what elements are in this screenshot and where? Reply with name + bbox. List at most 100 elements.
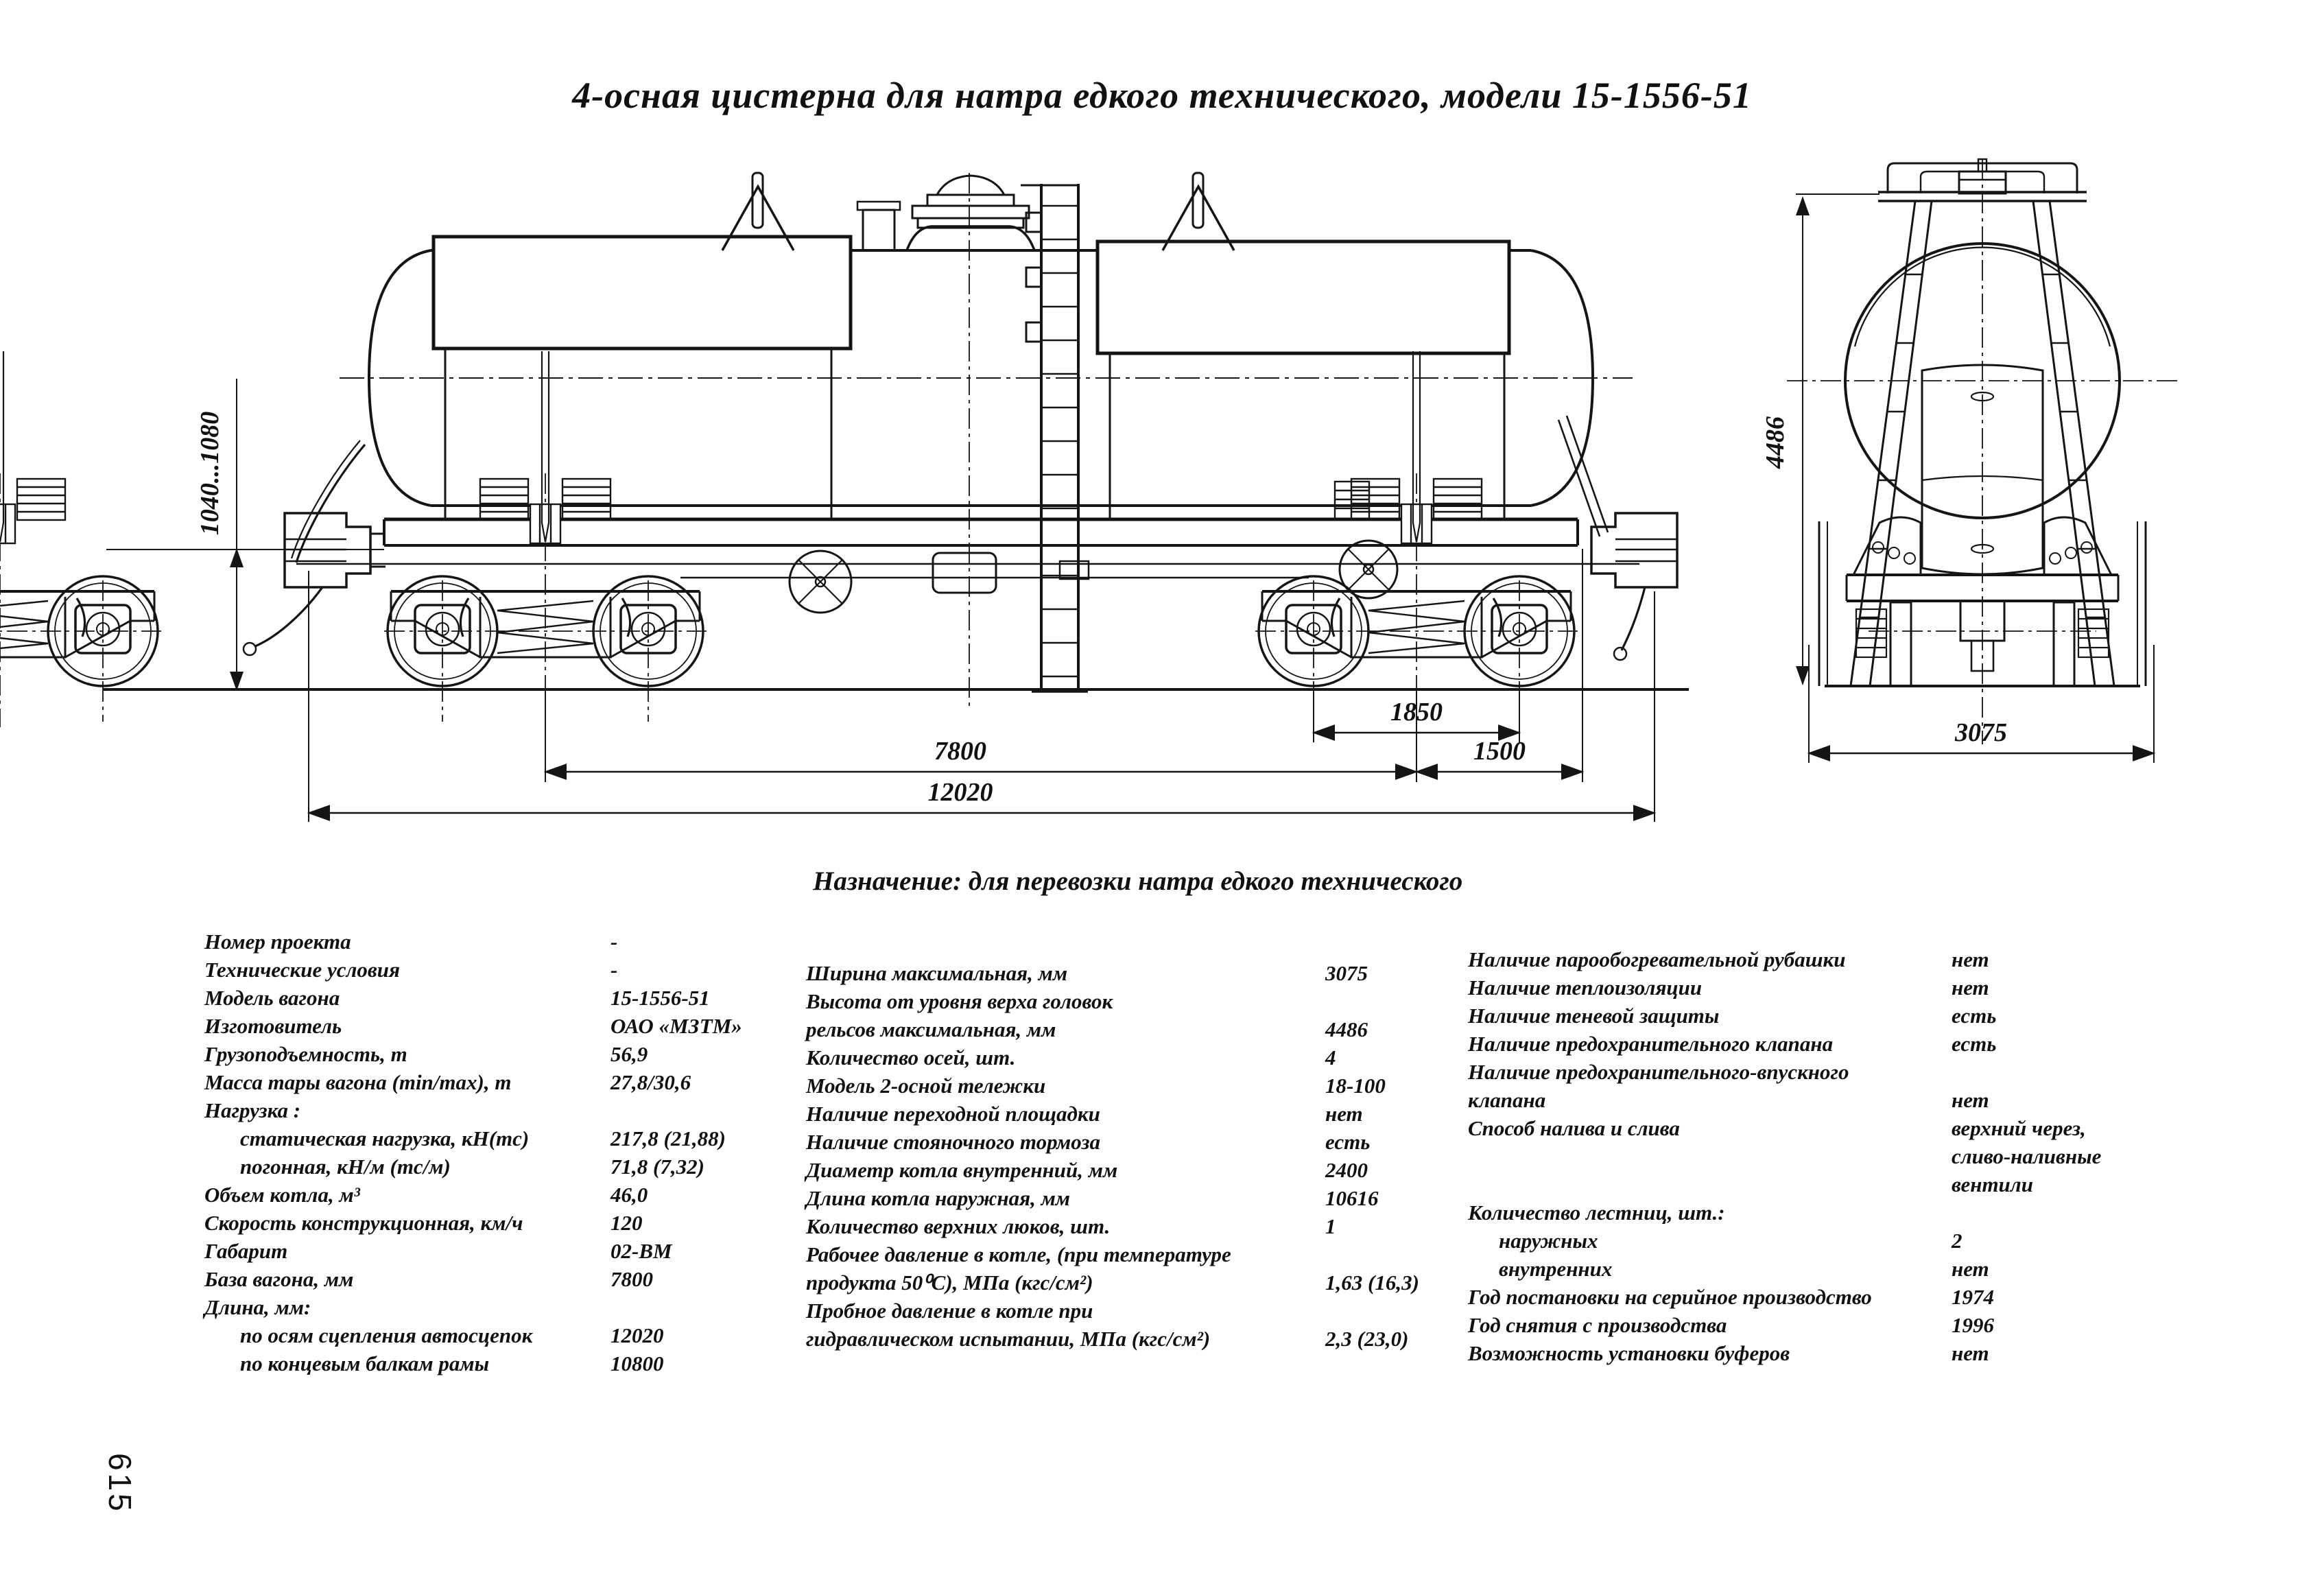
- spec-row: Высота от уровня верха головок: [806, 987, 1231, 1015]
- spec-row: клапана нет: [1468, 1086, 1989, 1114]
- spec-label: Масса тары вагона (min/max), т: [204, 1070, 512, 1094]
- spec-label: Нагрузка :: [204, 1098, 301, 1122]
- spec-label: Год постановки на серийное производство: [1468, 1285, 1872, 1309]
- spec-value: -: [610, 958, 618, 982]
- spec-value: 27,8/30,6: [610, 1070, 691, 1094]
- spec-label: гидравлическом испытании, МПа (кгс/см²): [806, 1327, 1211, 1351]
- bogie-right: [1254, 350, 1579, 729]
- spec-label: Модель 2-осной тележки: [806, 1074, 1046, 1098]
- spec-value: есть: [1952, 1004, 1997, 1028]
- spec-label: продукта 50⁰С), МПа (кгс/см²): [806, 1271, 1093, 1295]
- spec-column-right: Наличие парообогревательной рубашки нет …: [1468, 945, 2101, 1367]
- spec-row: Номер проекта -: [204, 928, 617, 956]
- spec-row: Нагрузка :: [204, 1096, 532, 1124]
- spec-row: Технические условия -: [204, 956, 617, 984]
- spec-value: 4486: [1325, 1017, 1368, 1041]
- spec-label: Скорость конструкционная, км/ч: [204, 1211, 523, 1235]
- dim-wagon-base-label: 7800: [934, 737, 986, 766]
- spec-row: Пробное давление в котле при: [806, 1297, 1231, 1325]
- spec-label: Возможность установки буферов: [1468, 1341, 1790, 1365]
- spec-column-left: Номер проекта - Технические условия - Мо…: [204, 928, 742, 1378]
- spec-row: Наличие предохранительного-впускного: [1468, 1058, 1872, 1086]
- spec-label: Наличие теплоизоляции: [1468, 976, 1703, 1000]
- spec-label: статическая нагрузка, кН(тс): [240, 1126, 530, 1150]
- spec-value: есть: [1325, 1130, 1371, 1154]
- spec-row: База вагона, мм 7800: [204, 1265, 653, 1293]
- spec-label: клапана: [1468, 1088, 1546, 1112]
- spec-row: наружных 2: [1468, 1227, 1963, 1255]
- spec-label: Диаметр котла внутренний, мм: [806, 1158, 1118, 1182]
- stanchion-left: [721, 172, 795, 251]
- spec-label: внутренних: [1499, 1257, 1613, 1281]
- spec-label: по концевым балкам рамы: [240, 1351, 490, 1375]
- spec-value: 120: [610, 1211, 643, 1235]
- spec-label: Ширина максимальная, мм: [806, 961, 1068, 985]
- spec-value: нет: [1952, 947, 1989, 971]
- stanchion-right: [1161, 172, 1235, 251]
- spec-value: 12020: [610, 1323, 664, 1347]
- spec-value: нет: [1325, 1102, 1363, 1126]
- spec-value: есть: [1952, 1032, 1997, 1056]
- spec-column-middle: Ширина максимальная, мм 3075 Высота от у…: [806, 959, 1419, 1353]
- spec-label: Количество верхних люков, шт.: [806, 1214, 1111, 1238]
- spec-label: Длина, мм:: [204, 1295, 311, 1319]
- spec-label: рельсов максимальная, мм: [806, 1017, 1056, 1041]
- spec-row: Объем котла, м³ 46,0: [204, 1181, 648, 1209]
- dim-coupler-height-label: 1040...1080: [195, 412, 224, 536]
- spec-label: Количество лестниц, шт.:: [1468, 1201, 1725, 1225]
- page-title: 4-осная цистерна для натра едкого технич…: [572, 75, 1752, 116]
- spec-value: 7800: [610, 1267, 653, 1291]
- spec-row: Изготовитель ОАО «МЗТМ»: [204, 1012, 742, 1040]
- spec-label: по осям сцепления автосцепок: [240, 1323, 533, 1347]
- spec-label: Объем котла, м³: [204, 1183, 360, 1207]
- spec-label: наружных: [1499, 1229, 1598, 1253]
- spec-row: Наличие переходной площадки нет: [806, 1100, 1363, 1128]
- shadow-shields: [431, 235, 1511, 519]
- handwheel-left: [788, 550, 853, 614]
- spec-row: Модель вагона 15-1556-51: [204, 984, 710, 1012]
- spec-row: Наличие парообогревательной рубашки нет: [1468, 945, 1989, 973]
- dim-length-over-couplers-label: 12020: [928, 778, 993, 807]
- bogie-left: [383, 350, 708, 729]
- end-running-gear: [1825, 574, 2140, 687]
- spec-row: Рабочее давление в котле, (при температу…: [806, 1240, 1231, 1268]
- spec-row: вентили: [1468, 1170, 2033, 1198]
- dim-max-height-label: 4486: [1761, 416, 1790, 469]
- spec-value: нет: [1952, 1257, 1989, 1281]
- spec-label: Наличие парообогревательной рубашки: [1468, 947, 1846, 971]
- spec-value: 1996: [1952, 1313, 1994, 1337]
- handwheel-right: [1338, 539, 1399, 600]
- spec-value: нет: [1952, 976, 1989, 1000]
- dim-bogie-wheelbase-label: 1850: [1390, 698, 1443, 726]
- spec-value: 217,8 (21,88): [610, 1126, 726, 1150]
- spec-row: внутренних нет: [1468, 1255, 1989, 1283]
- spec-row: Ширина максимальная, мм 3075: [806, 959, 1368, 987]
- spec-row: сливо-наливные: [1468, 1142, 2101, 1170]
- spec-row: Наличие стояночного тормоза есть: [806, 1128, 1370, 1156]
- end-details: [242, 415, 1646, 661]
- spec-label: Технические условия: [204, 958, 400, 982]
- end-shield-panel: [1921, 364, 2044, 576]
- spec-label: Наличие стояночного тормоза: [806, 1130, 1100, 1154]
- tank-cross-section: [1844, 242, 2121, 519]
- safety-valve-fitting: [862, 209, 896, 252]
- spec-row: Наличие предохранительного клапана есть: [1468, 1030, 1996, 1058]
- spec-value: 1,63 (16,3): [1325, 1271, 1419, 1295]
- spec-row: Год постановки на серийное производство …: [1468, 1283, 1994, 1311]
- spec-label: Высота от уровня верха головок: [806, 989, 1113, 1013]
- spec-label: Наличие переходной площадки: [806, 1102, 1100, 1126]
- spec-value: 46,0: [610, 1183, 648, 1207]
- spec-label: База вагона, мм: [204, 1267, 354, 1291]
- spec-row: Количество осей, шт. 4: [806, 1043, 1336, 1072]
- spec-row: Модель 2-осной тележки 18-100: [806, 1072, 1386, 1100]
- dim-bogie-to-end-label: 1500: [1473, 737, 1526, 766]
- spec-row: Масса тары вагона (min/max), т 27,8/30,6: [204, 1068, 691, 1096]
- tank-car-drawing: 1040...1080 1850 7800 1500 12020: [0, 158, 2178, 822]
- brake-equipment: [788, 480, 1399, 614]
- spec-value: вентили: [1952, 1172, 2033, 1196]
- spec-label: Наличие теневой защиты: [1468, 1004, 1720, 1028]
- spec-row: Скорость конструкционная, км/ч 120: [204, 1209, 643, 1237]
- spec-row: гидравлическом испытании, МПа (кгс/см²) …: [806, 1325, 1408, 1353]
- spec-row: Наличие теплоизоляции нет: [1468, 973, 1989, 1002]
- spec-row: Возможность установки буферов нет: [1468, 1339, 1989, 1367]
